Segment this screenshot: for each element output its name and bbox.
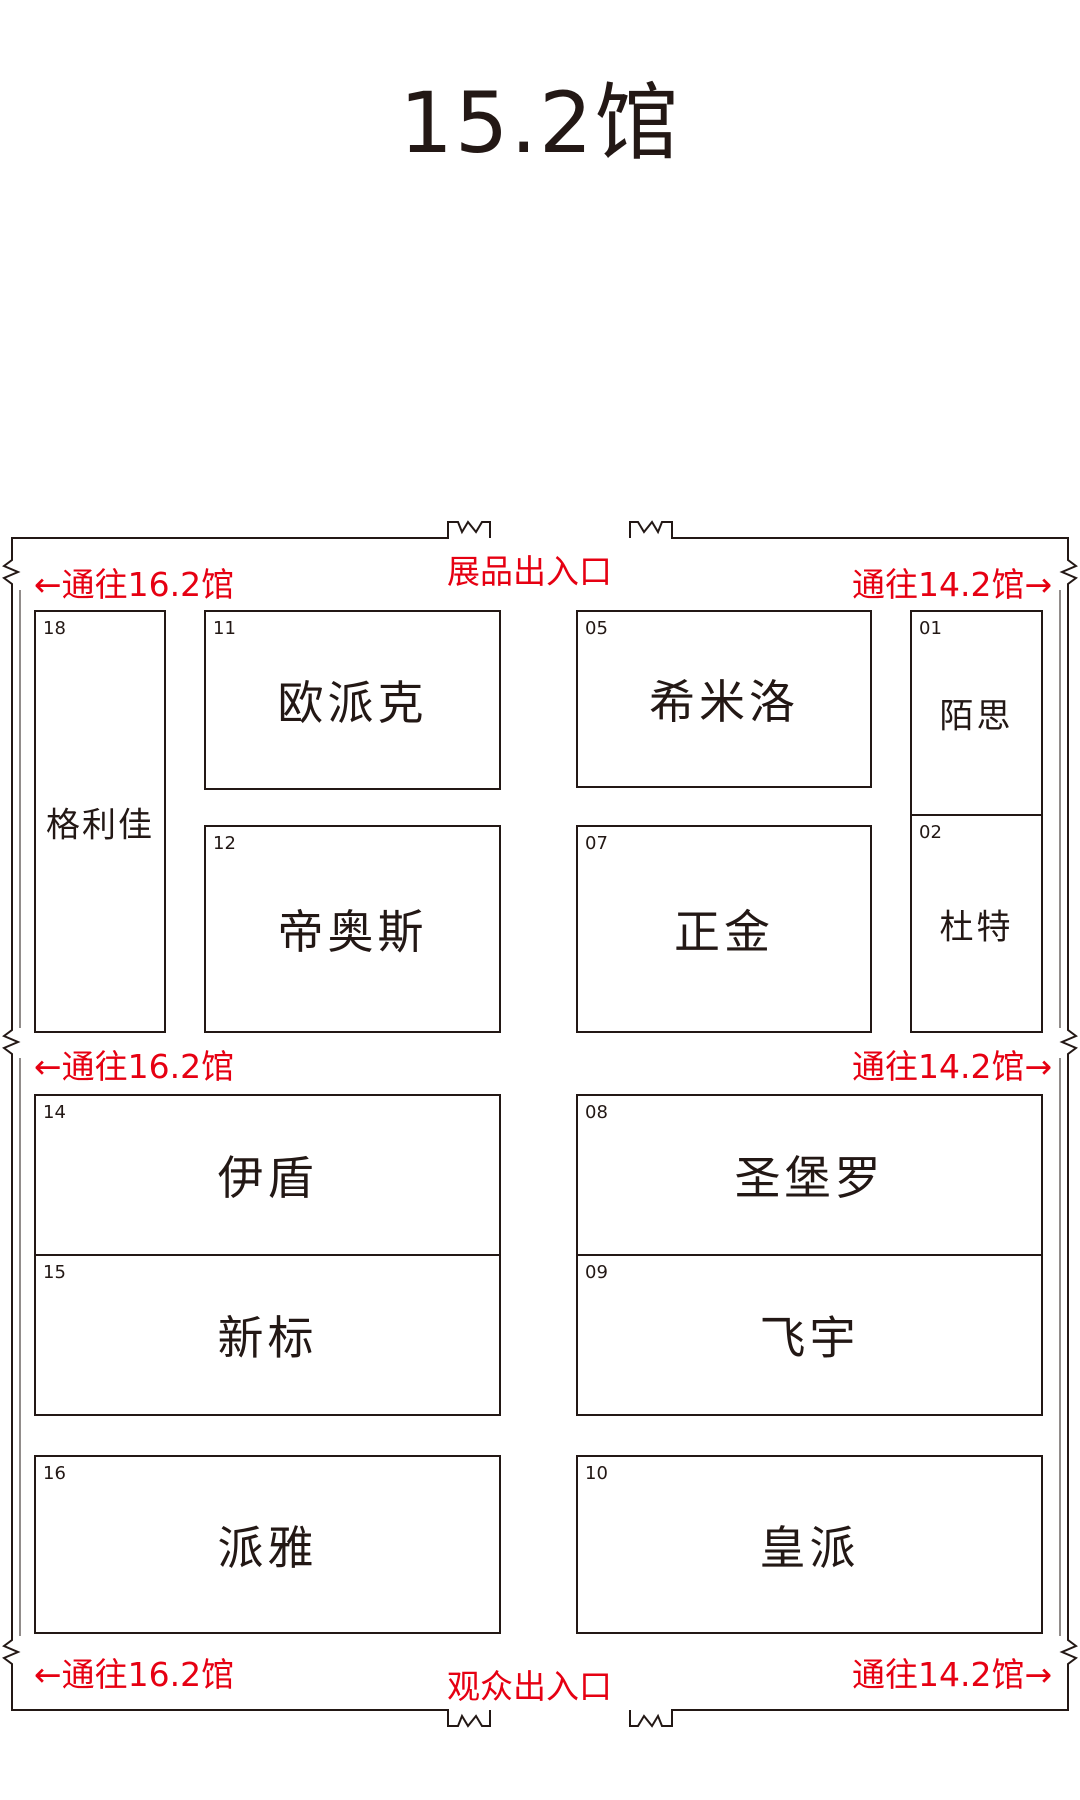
booth-name: 派雅 xyxy=(217,1520,318,1575)
booth-name: 陌思 xyxy=(939,696,1014,737)
booth-number: 12 xyxy=(213,833,236,854)
booth-number: 10 xyxy=(585,1463,608,1484)
to-hall-16-2-label-middle: ←通往16.2馆 xyxy=(34,1047,235,1086)
booth-name: 圣堡罗 xyxy=(734,1151,885,1205)
booth-07[interactable]: 07 正金 xyxy=(576,825,872,1033)
exhibit-entrance-label: 展品出入口 xyxy=(447,552,612,591)
booth-name: 皇派 xyxy=(759,1520,860,1575)
booth-name: 正金 xyxy=(674,905,774,959)
booth-number: 08 xyxy=(585,1102,608,1123)
booth-name: 飞宇 xyxy=(759,1311,860,1365)
to-hall-16-2-label-top: ←通往16.2馆 xyxy=(34,565,235,604)
booth-02[interactable]: 02 杜特 xyxy=(910,814,1043,1033)
hall-title: 15.2馆 xyxy=(399,74,681,172)
booth-number: 09 xyxy=(585,1262,608,1283)
booth-number: 15 xyxy=(43,1262,66,1283)
booth-name: 新标 xyxy=(217,1311,318,1365)
booth-number: 01 xyxy=(919,618,942,639)
to-hall-14-2-label-bottom: 通往14.2馆→ xyxy=(852,1655,1053,1694)
booth-number: 02 xyxy=(919,822,942,843)
to-hall-16-2-label-bottom: ←通往16.2馆 xyxy=(34,1655,235,1694)
booth-number: 11 xyxy=(213,618,236,639)
booth-name: 帝奥斯 xyxy=(277,905,428,959)
booth-08[interactable]: 08 圣堡罗 xyxy=(576,1094,1043,1256)
booth-15[interactable]: 15 新标 xyxy=(34,1254,501,1416)
to-hall-14-2-label-middle: 通往14.2馆→ xyxy=(852,1047,1053,1086)
to-hall-14-2-label-top: 通往14.2馆→ xyxy=(852,565,1053,604)
booth-16[interactable]: 16 派雅 xyxy=(34,1455,501,1634)
booth-12[interactable]: 12 帝奥斯 xyxy=(204,825,501,1033)
booth-name: 伊盾 xyxy=(217,1151,318,1205)
booth-number: 18 xyxy=(43,618,66,639)
booth-01[interactable]: 01 陌思 xyxy=(910,610,1043,816)
booth-number: 16 xyxy=(43,1463,66,1484)
booth-name: 希米洛 xyxy=(649,675,799,729)
booth-05[interactable]: 05 希米洛 xyxy=(576,610,872,788)
booth-09[interactable]: 09 飞宇 xyxy=(576,1254,1043,1416)
booth-number: 05 xyxy=(585,618,608,639)
booth-14[interactable]: 14 伊盾 xyxy=(34,1094,501,1256)
booth-number: 14 xyxy=(43,1102,66,1123)
booth-name: 格利佳 xyxy=(46,805,154,845)
booth-11[interactable]: 11 欧派克 xyxy=(204,610,501,790)
visitor-entrance-label: 观众出入口 xyxy=(447,1667,612,1706)
booth-10[interactable]: 10 皇派 xyxy=(576,1455,1043,1634)
booth-number: 07 xyxy=(585,833,608,854)
booth-18[interactable]: 18 格利佳 xyxy=(34,610,166,1033)
booth-name: 杜特 xyxy=(939,907,1014,947)
booth-name: 欧派克 xyxy=(277,676,428,730)
